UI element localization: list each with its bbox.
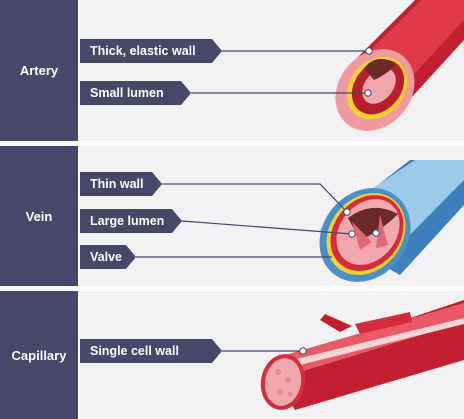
vein-illustration <box>319 160 464 282</box>
row-label-capillary: Capillary <box>0 291 78 419</box>
callout-thick-wall: Thick, elastic wall <box>80 39 222 63</box>
callout-small-lumen: Small lumen <box>80 81 191 105</box>
capillary-illustration <box>260 300 464 410</box>
row-label-artery: Artery <box>0 0 78 141</box>
leader-dots <box>299 47 380 355</box>
leader-lines <box>136 50 369 352</box>
row-label-vein: Vein <box>0 146 78 286</box>
callout-valve: Valve <box>80 245 136 269</box>
artery-illustration <box>335 0 464 131</box>
callout-single-cell-wall: Single cell wall <box>80 339 222 363</box>
callout-large-lumen: Large lumen <box>80 209 182 233</box>
callout-thin-wall: Thin wall <box>80 172 162 196</box>
